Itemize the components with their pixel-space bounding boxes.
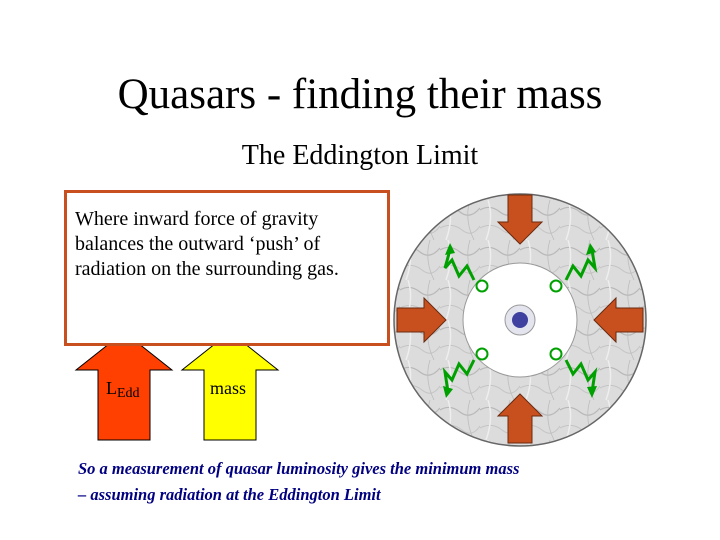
black-hole-icon bbox=[504, 304, 536, 336]
ledd-label-main: L bbox=[106, 378, 117, 398]
footer-line-1: So a measurement of quasar luminosity gi… bbox=[78, 459, 520, 478]
footer-note: So a measurement of quasar luminosity gi… bbox=[78, 456, 678, 508]
gravity-arrow-left bbox=[396, 296, 447, 344]
radiation-wave-upper-right bbox=[564, 249, 598, 281]
radiation-wave-lower-right bbox=[564, 359, 598, 393]
slide-title: Quasars - finding their mass bbox=[117, 71, 603, 118]
inward-arrow-icon bbox=[396, 194, 644, 444]
photon-icon bbox=[475, 279, 563, 361]
mass-arrow bbox=[180, 331, 280, 441]
definition-text: Where inward force of gravity balances t… bbox=[75, 208, 339, 280]
wave-arrowheads bbox=[443, 243, 597, 398]
slide-subtitle: The Eddington Limit bbox=[241, 140, 479, 171]
radiation-wave-lower-left bbox=[442, 359, 476, 393]
gravity-arrow-right bbox=[593, 296, 644, 344]
mass-label: mass bbox=[210, 378, 246, 398]
ledd-arrow bbox=[74, 331, 174, 441]
ledd-label: LEdd bbox=[106, 378, 140, 402]
definition-box: Where inward force of gravity balances t… bbox=[64, 190, 390, 346]
zigzag-wave-icon bbox=[442, 249, 598, 393]
footer-line-2: – assuming radiation at the Eddington Li… bbox=[78, 485, 381, 504]
gravity-arrow-bottom bbox=[496, 393, 544, 444]
gravity-arrow-top bbox=[496, 194, 544, 245]
ledd-label-sub: Edd bbox=[117, 386, 140, 401]
radiation-wave-upper-left bbox=[443, 249, 476, 281]
